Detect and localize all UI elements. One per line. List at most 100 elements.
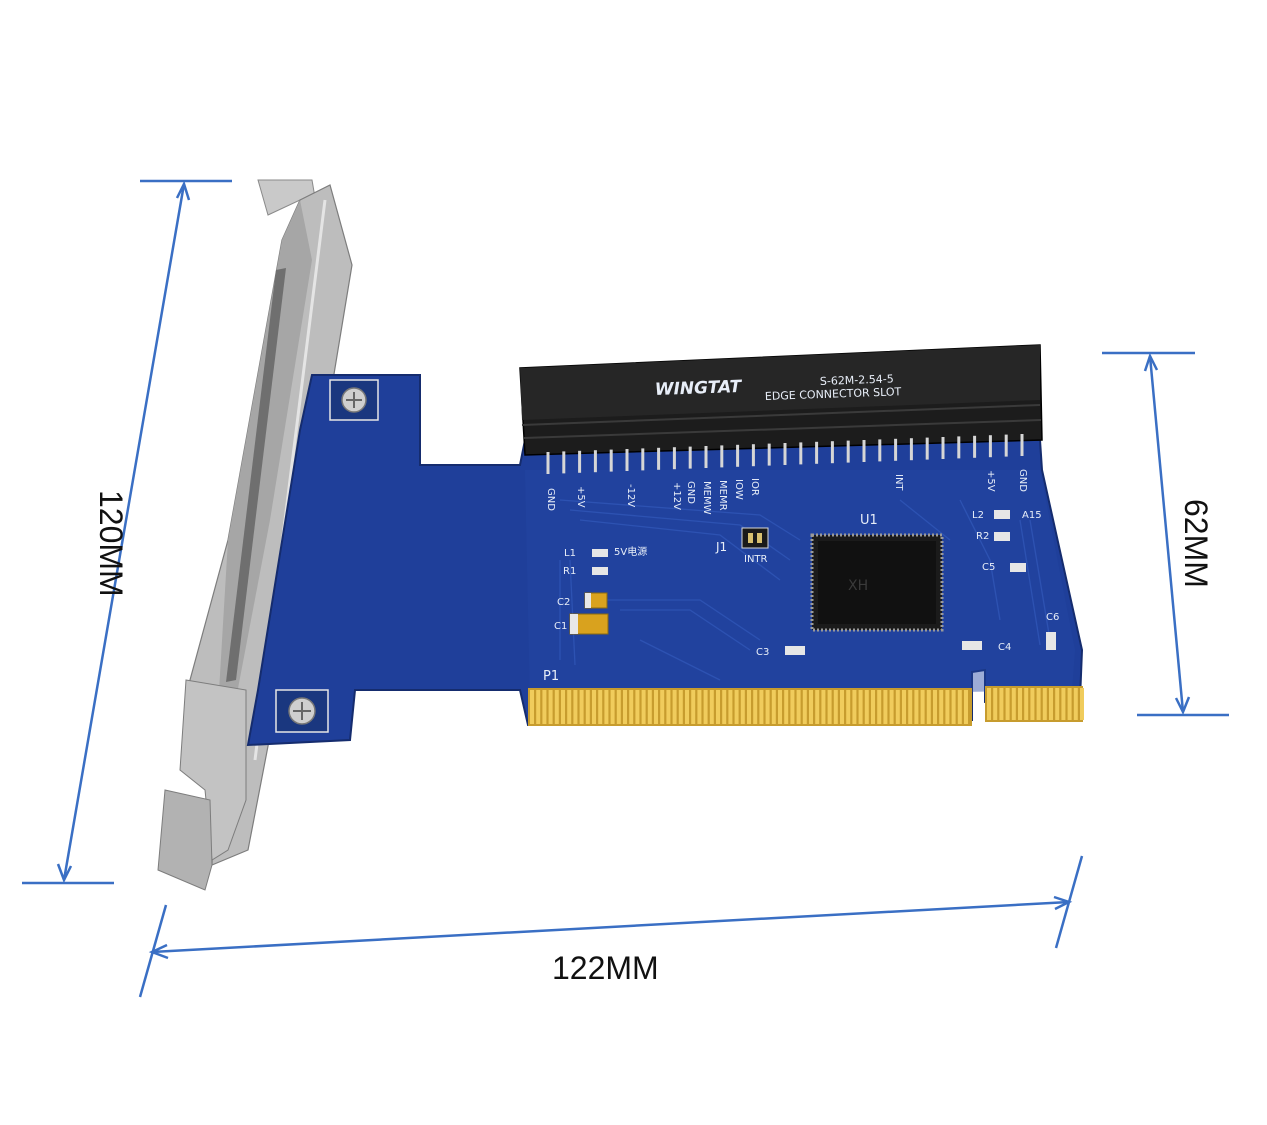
gold-finger	[1005, 688, 1010, 720]
chip-ref-label: U1	[860, 513, 878, 528]
label-r2: R2	[976, 531, 989, 542]
gold-finger	[821, 690, 826, 724]
screw-top	[329, 379, 379, 421]
gold-finger	[635, 690, 640, 724]
gold-finger	[999, 688, 1004, 720]
label-c4: C4	[998, 642, 1011, 653]
gold-finger	[734, 690, 739, 724]
label-l2: L2	[972, 510, 984, 521]
gold-finger	[740, 690, 745, 724]
dimension-width-label: 122MM	[552, 950, 659, 986]
dimension-height-label: 120MM	[93, 490, 129, 597]
gold-finger	[561, 690, 565, 724]
gold-finger	[678, 690, 683, 724]
gold-finger	[1018, 688, 1022, 720]
gold-finger	[902, 690, 906, 724]
connector-code-label: S-62M-2.54-5	[820, 372, 894, 388]
isa-edge-connector: WINGTAT S-62M-2.54-5 EDGE CONNECTOR SLOT	[519, 344, 1043, 456]
gold-finger	[1067, 688, 1072, 720]
pin-label: +5V	[575, 486, 586, 508]
dimension-connector-height-label: 62MM	[1178, 499, 1214, 588]
gold-finger	[815, 690, 820, 724]
gold-finger	[920, 690, 925, 724]
gold-finger	[895, 690, 900, 724]
connector-pins	[546, 434, 1024, 474]
gold-finger	[641, 690, 646, 724]
pin-label: INT	[893, 474, 904, 491]
pin-label: GND	[1017, 469, 1028, 492]
pcb-board	[246, 374, 1084, 747]
pin-label: MEMW	[701, 481, 712, 515]
gold-finger	[951, 690, 956, 724]
gold-finger	[728, 690, 733, 724]
gold-finger	[1049, 688, 1053, 720]
gold-finger	[858, 690, 863, 724]
gold-finger	[802, 690, 807, 724]
gold-finger	[579, 690, 584, 724]
gold-finger	[716, 690, 720, 724]
label-c5: C5	[982, 562, 995, 573]
gold-finger	[753, 690, 758, 724]
gold-finger	[1061, 688, 1066, 720]
pci-gold-fingers	[528, 686, 1084, 726]
connector-name-label: EDGE CONNECTOR SLOT	[765, 385, 902, 403]
gold-finger	[1036, 688, 1041, 720]
label-5v-power: 5V电源	[614, 545, 647, 558]
gold-finger	[691, 690, 696, 724]
gold-finger	[889, 690, 894, 724]
gold-finger	[703, 690, 708, 724]
gold-finger	[709, 690, 714, 724]
pin-label: IOR	[749, 478, 760, 496]
gold-finger	[672, 690, 677, 724]
label-c6: C6	[1046, 612, 1059, 623]
gold-finger	[747, 690, 751, 724]
dimension-lines	[22, 179, 1229, 998]
pin-label: MEMR	[717, 480, 728, 511]
gold-finger	[585, 690, 590, 724]
gold-finger	[573, 690, 578, 724]
gold-finger	[765, 690, 770, 724]
gold-finger	[536, 690, 541, 724]
label-r1: R1	[563, 566, 576, 577]
gold-finger	[796, 690, 801, 724]
gold-finger	[697, 690, 702, 724]
tantalum-capacitors	[569, 592, 609, 635]
gold-finger	[877, 690, 882, 724]
pin-label: -12V	[625, 484, 636, 507]
gold-finger	[871, 690, 875, 724]
gold-finger	[542, 690, 547, 724]
jumper-sub-label: INTR	[744, 554, 768, 565]
gold-finger	[833, 690, 838, 724]
gold-finger	[809, 690, 813, 724]
gold-finger	[548, 690, 553, 724]
gold-finger	[926, 690, 931, 724]
gold-finger	[945, 690, 950, 724]
gold-finger	[1055, 688, 1060, 720]
gold-finger	[771, 690, 776, 724]
gold-finger	[827, 690, 832, 724]
gold-finger	[647, 690, 652, 724]
gold-finger	[933, 690, 937, 724]
gold-finger	[790, 690, 795, 724]
gold-finger	[629, 690, 634, 724]
gold-finger	[852, 690, 857, 724]
gold-finger	[1030, 688, 1035, 720]
gold-finger	[908, 690, 913, 724]
gold-finger	[1080, 688, 1084, 720]
gold-finger	[1042, 688, 1047, 720]
brand-label: WINGTAT	[654, 377, 742, 400]
gold-finger	[1011, 688, 1016, 720]
label-c2: C2	[557, 597, 570, 608]
gold-finger	[598, 690, 603, 724]
jumper-header	[741, 527, 769, 549]
chip-marking: XH	[848, 578, 868, 594]
gold-finger	[964, 690, 968, 724]
gold-finger	[616, 690, 621, 724]
gold-finger	[957, 690, 962, 724]
gold-finger	[654, 690, 658, 724]
main-chip: XH	[810, 533, 944, 632]
gold-finger	[592, 690, 596, 724]
pin-label: +5V	[985, 470, 996, 492]
smd-components	[592, 510, 1056, 655]
